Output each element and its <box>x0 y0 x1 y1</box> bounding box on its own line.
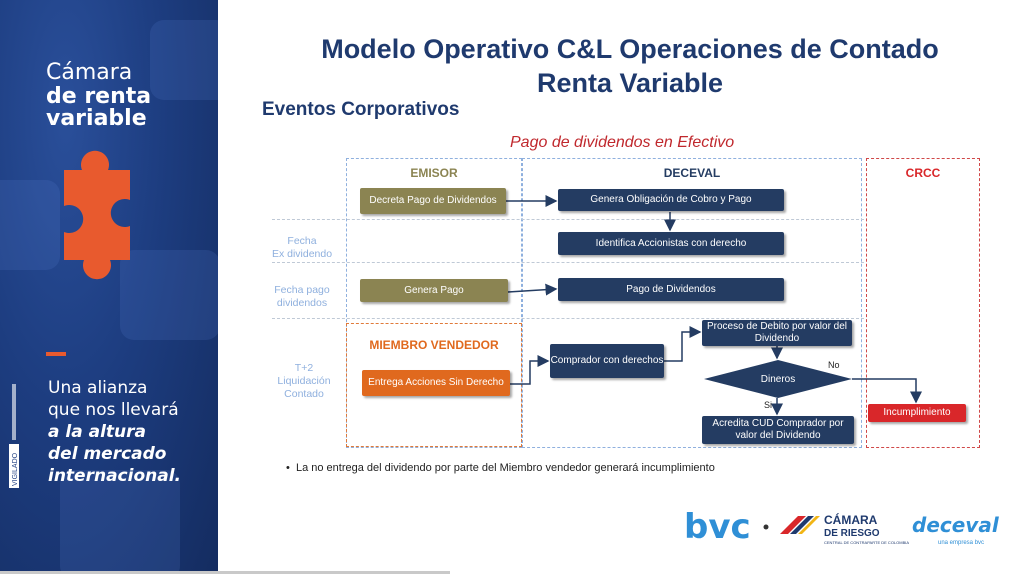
box-genera-obligacion: Genera Obligación de Cobro y Pago <box>558 189 784 211</box>
deceval-logo: deceval <box>912 513 1000 537</box>
decision-dineros: Dineros <box>704 360 852 398</box>
row-divider <box>272 262 864 263</box>
vigilado-seal: VIGILADO <box>9 384 19 488</box>
partner-logos: bvc CÁMARA DE RIESGO CENTRAL DE CONTRAPA… <box>684 507 1000 547</box>
box-entrega-acciones: Entrega Acciones Sin Derecho <box>362 370 510 396</box>
puzzle-decoration <box>120 250 218 340</box>
logo-bar: bvc CÁMARA DE RIESGO CENTRAL DE CONTRAPA… <box>680 500 1010 552</box>
box-decreta-pago: Decreta Pago de Dividendos <box>360 188 506 214</box>
lane-label-miembro-vendedor: MIEMBRO VENDEDOR <box>369 338 499 352</box>
brand-line: Cámara <box>46 60 133 85</box>
svg-text:CENTRAL DE CONTRAPARTE DE COLO: CENTRAL DE CONTRAPARTE DE COLOMBIA <box>824 540 909 545</box>
camara-riesgo-logo: CÁMARA DE RIESGO CENTRAL DE CONTRAPARTE … <box>780 512 909 545</box>
diamond-shape <box>704 360 852 398</box>
row-divider <box>272 318 864 319</box>
row-label-pago: Fecha pago dividendos <box>262 284 342 310</box>
row-label-line: dividendos <box>276 297 328 309</box>
row-divider <box>272 219 864 220</box>
bottom-rule <box>0 571 450 574</box>
page-title: Modelo Operativo C&L Operaciones de Cont… <box>240 32 1020 100</box>
row-label-line: Liquidación <box>277 375 331 387</box>
connector-comprador-proceso <box>664 326 702 362</box>
footnote-bullet: • La no entrega del dividendo por parte … <box>286 462 715 474</box>
box-comprador-derechos: Comprador con derechos <box>550 344 664 378</box>
left-banner: Cámara de renta variable Una alianza que… <box>0 0 218 574</box>
puzzle-decoration <box>150 20 218 100</box>
row-label-line: Fecha <box>287 235 317 247</box>
bvc-logo: bvc <box>684 507 751 547</box>
lane-label-crcc: CRCC <box>905 166 941 180</box>
tagline: a la altura <box>48 422 146 442</box>
edge-label-si: Si <box>764 400 773 410</box>
box-proceso-debito: Proceso de Debito por valor del Dividend… <box>702 320 852 346</box>
puzzle-piece-icon <box>64 150 130 280</box>
lane-crcc <box>866 158 980 448</box>
row-label-line: T+2 <box>294 362 314 374</box>
lane-emisor <box>346 158 522 448</box>
row-label-ex-dividendo: Fecha Ex dividendo <box>262 235 342 261</box>
lane-deceval <box>522 158 862 448</box>
box-incumplimiento: Incumplimiento <box>868 404 966 422</box>
footnote-text: La no entrega del dividendo por parte de… <box>295 462 715 474</box>
tagline: Una alianza <box>48 378 148 398</box>
tagline: del mercado <box>48 444 167 464</box>
connector-pago <box>507 283 558 296</box>
row-label-line: Ex dividendo <box>271 248 333 260</box>
lane-miembro-vendedor <box>346 323 522 447</box>
deceval-sub: una empresa bvc <box>938 540 984 546</box>
lane-label-deceval: DECEVAL <box>663 166 721 180</box>
lane-label-emisor: EMISOR <box>410 166 458 180</box>
box-pago-dividendos: Pago de Dividendos <box>558 278 784 301</box>
row-label-line: Fecha pago <box>274 284 330 296</box>
puzzle-decoration <box>60 470 180 574</box>
svg-text:VIGILADO: VIGILADO <box>12 452 19 486</box>
box-identifica-accionistas: Identifica Accionistas con derecho <box>558 232 784 255</box>
row-label-t2: T+2 Liquidación Contado <box>262 362 346 401</box>
brand-line: variable <box>46 106 147 131</box>
svg-text:DE RIESGO: DE RIESGO <box>824 528 880 539</box>
section-subtitle: Eventos Corporativos <box>262 99 460 120</box>
connector-no <box>852 378 922 404</box>
box-acredita-cud: Acredita CUD Comprador por valor del Div… <box>702 416 854 444</box>
svg-text:CÁMARA: CÁMARA <box>824 512 878 527</box>
tagline: internacional. <box>48 466 181 486</box>
decision-label: Dineros <box>760 373 796 385</box>
accent-dash <box>46 352 66 356</box>
box-genera-pago: Genera Pago <box>360 279 508 302</box>
brand-line: de renta <box>46 84 152 109</box>
bullet-icon: • <box>286 462 296 474</box>
title-line: Renta Variable <box>536 68 724 98</box>
edge-label-no: No <box>828 360 840 370</box>
diagram-title: Pago de dividendos en Efectivo <box>510 134 735 151</box>
row-label-line: Contado <box>284 388 324 400</box>
puzzle-decoration <box>0 180 60 270</box>
connector-entrega-comprador <box>510 355 550 385</box>
tagline: que nos llevará <box>48 400 179 420</box>
title-line: Modelo Operativo C&L Operaciones de Cont… <box>321 34 939 64</box>
